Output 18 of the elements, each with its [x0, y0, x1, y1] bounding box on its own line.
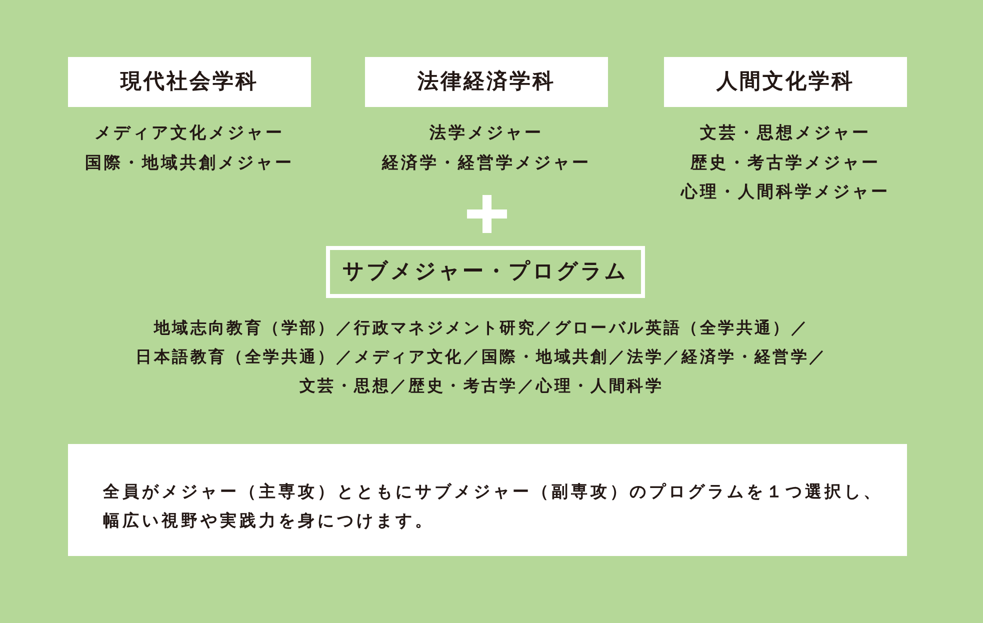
major-name: 経済学・経営学メジャー — [382, 152, 591, 174]
note-box — [68, 444, 907, 556]
program-list: 地域志向教育（学部）／行政マネジメント研究／グローバル英語（全学共通）／日本語教育（全学共通）／メディア文化／国際・地域共創／法学／経済学・経営学／文芸・思想／歴史・考古学／心理・人間科学 — [129, 313, 834, 400]
department-name: 現代社会学科 — [120, 69, 258, 95]
program-box — [326, 246, 645, 298]
department-name: 人間文化学科 — [716, 69, 854, 95]
major-name: 国際・地域共創メジャー — [85, 152, 294, 174]
major-name: 法学メジャー — [430, 122, 544, 144]
department-box — [68, 57, 311, 107]
major-name: メディア文化メジャー — [94, 122, 284, 144]
department-box — [664, 57, 907, 107]
major-name: 心理・人間科学メジャー — [681, 181, 890, 203]
major-name: 文芸・思想メジャー — [700, 122, 871, 144]
note-text: 全員がメジャー（主専攻）とともにサブメジャー（副専攻）のプログラムを１つ選択し、幅広い視野や実践力を身につけます。 — [103, 481, 884, 532]
major-name: 歴史・考古学メジャー — [690, 152, 880, 174]
department-box — [365, 57, 608, 107]
department-name: 法律経済学科 — [418, 69, 556, 95]
program-title: サブメジャー・プログラム — [342, 259, 628, 285]
